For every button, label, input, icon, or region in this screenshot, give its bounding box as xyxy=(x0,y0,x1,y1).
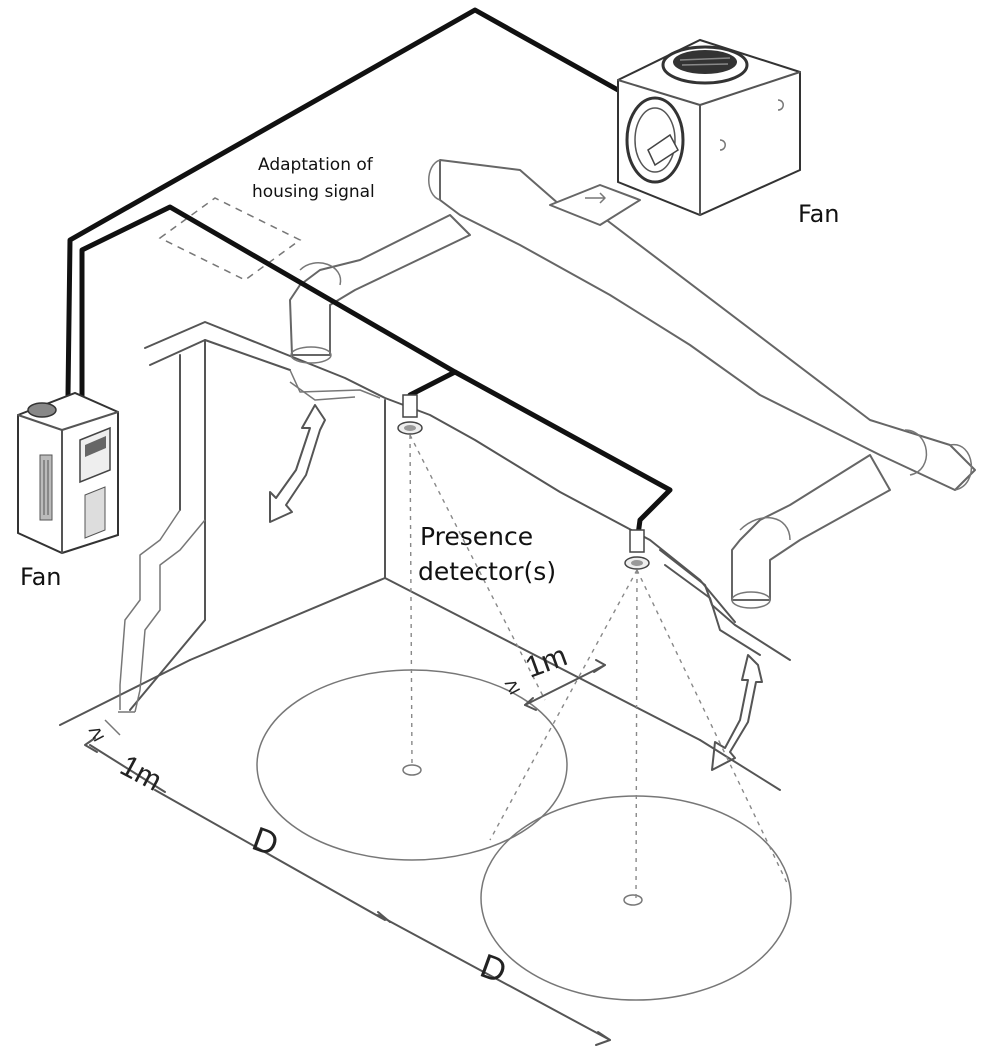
fan-left-label: Fan xyxy=(20,563,62,591)
box-fan-icon xyxy=(617,38,801,217)
adaptation-label-line2: housing signal xyxy=(252,182,375,202)
presence-detector-icon xyxy=(397,394,423,435)
dimension-1m-mid: 1m xyxy=(521,639,571,684)
dimension-D-1: D xyxy=(247,820,283,864)
presence-label-line1: Presence xyxy=(420,522,533,551)
presence-label-line2: detector(s) xyxy=(418,557,556,586)
frequency-drive-icon xyxy=(17,391,119,555)
adaptation-label-line1: Adaptation of xyxy=(258,155,374,175)
dimension-lines xyxy=(84,659,611,1046)
detection-zones xyxy=(256,434,792,1001)
dimension-1m-left: 1m xyxy=(115,749,167,798)
ceiling-ducts xyxy=(118,159,976,713)
approx-sign-mid: ≥ xyxy=(501,672,523,700)
room-walls xyxy=(59,321,791,791)
adaptation-area xyxy=(158,197,302,281)
fan-top-label: Fan xyxy=(798,200,840,228)
airflow-arrows xyxy=(269,404,763,771)
presence-detector-icon xyxy=(624,529,650,570)
